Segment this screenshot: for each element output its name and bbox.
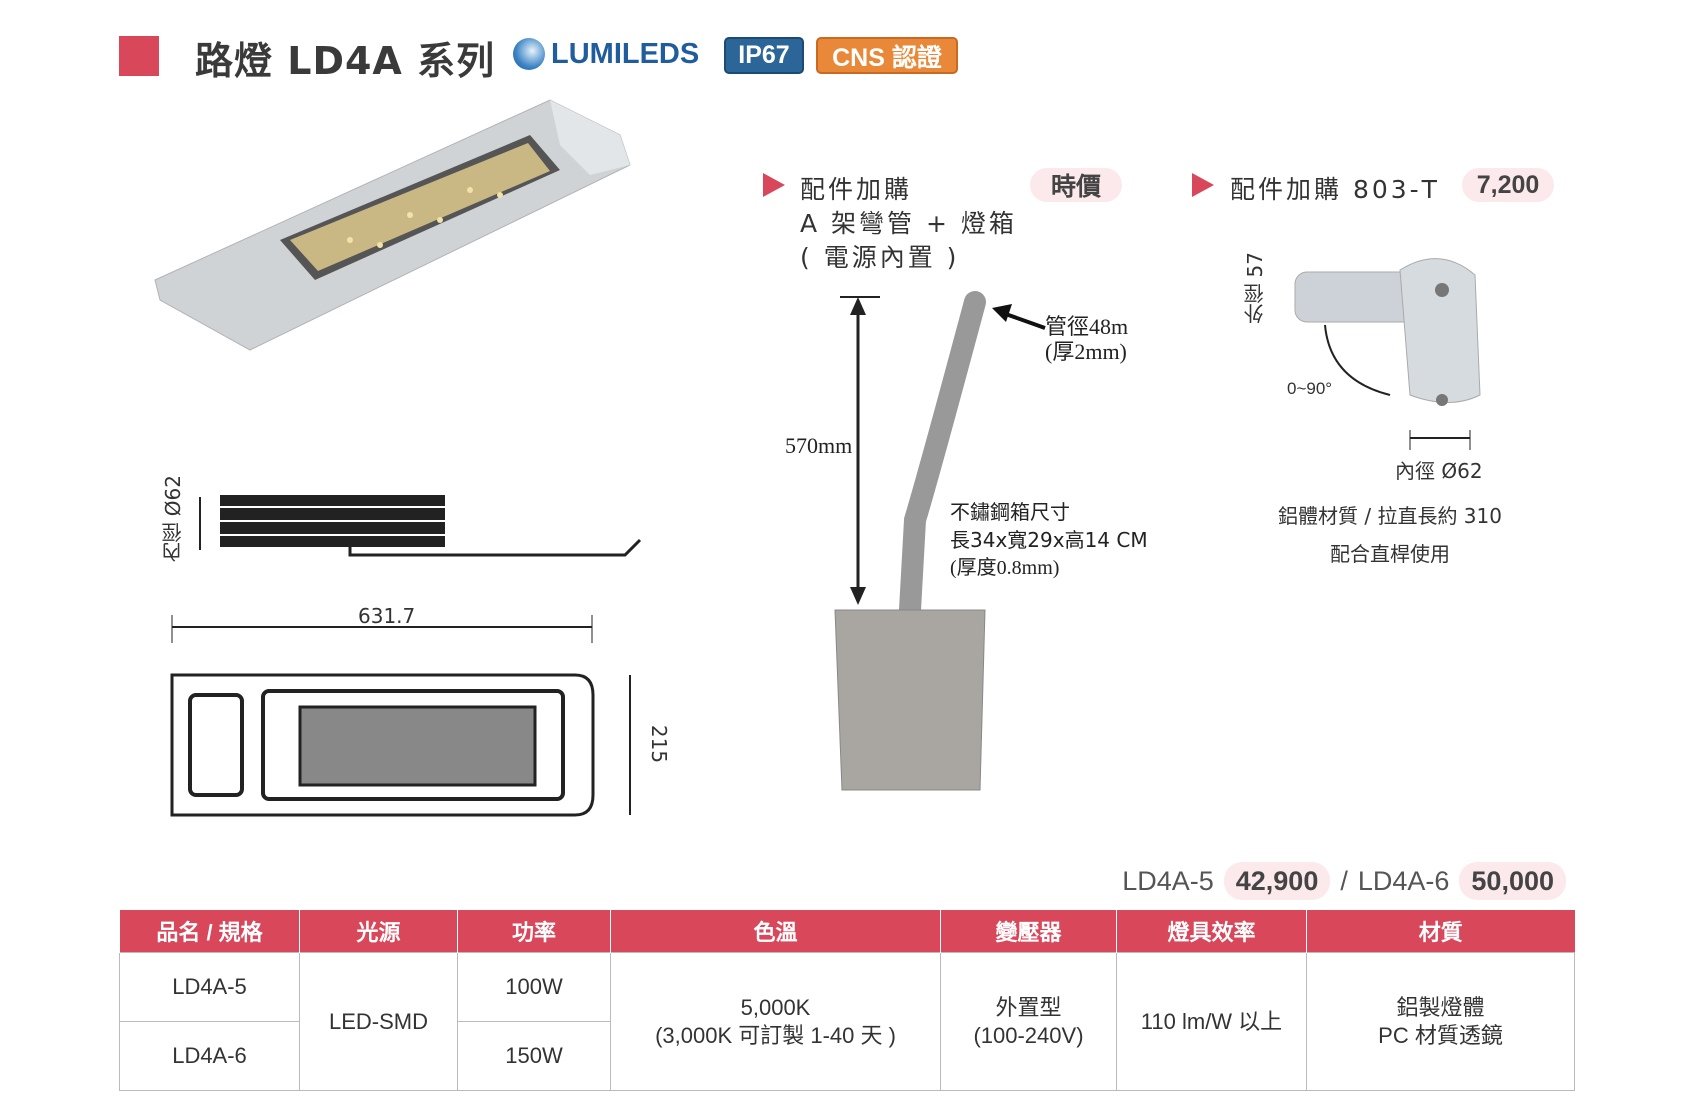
- lumileds-globe-icon: [513, 38, 545, 70]
- model-ld4a5: LD4A-5: [1122, 865, 1214, 896]
- bracket-material: 鋁體材質 / 拉直長約 310: [1278, 504, 1502, 528]
- accessory1-price: 時價: [1030, 168, 1122, 202]
- angle-label: 0~90°: [1287, 379, 1333, 398]
- driver-type: 外置型: [995, 994, 1062, 1020]
- page-title: 路燈 LD4A 系列: [195, 39, 496, 83]
- price-ld4a5: 42,900: [1223, 862, 1331, 900]
- cell-source: LED-SMD: [299, 952, 458, 1091]
- cell-cct: 5,000K(3,000K 可訂製 1-40 天 ): [610, 952, 941, 1091]
- col-material: 材質: [1306, 910, 1575, 953]
- box-thickness: (厚度0.8mm): [950, 557, 1060, 579]
- box-spec: 不鏽鋼箱尺寸長34x寬29x高14 CM (厚度0.8mm): [950, 498, 1148, 582]
- inner-diameter-label: 內徑 Ø62: [1395, 459, 1483, 483]
- table-row: LD4A-5 LED-SMD 100W 5,000K(3,000K 可訂製 1-…: [119, 952, 1575, 1091]
- cct-note: (3,000K 可訂製 1-40 天 ): [655, 1022, 896, 1048]
- cell-driver: 外置型(100-240V): [940, 952, 1117, 1091]
- width-dimension: 631.7: [358, 604, 416, 628]
- box-size: 長34x寬29x高14 CM: [950, 528, 1148, 552]
- box-title: 不鏽鋼箱尺寸: [950, 500, 1070, 524]
- table-row: LD4A-6 150W: [119, 1021, 1575, 1091]
- bracket-usage: 配合直桿使用: [1330, 542, 1450, 566]
- price-separator: /: [1340, 865, 1348, 896]
- height-dimension: 215: [647, 724, 672, 764]
- cct-value: 5,000K: [740, 994, 811, 1020]
- ip67-badge: IP67: [724, 37, 804, 74]
- spec-table: 品名 / 規格 光源 功率 色溫 變壓器 燈具效率 材質 LD4A-5 LED-…: [119, 910, 1575, 1091]
- model-ld4a6: LD4A-6: [1357, 865, 1450, 896]
- price-ld4a6: 50,000: [1459, 862, 1566, 900]
- cns-badge: CNS 認證: [816, 37, 958, 74]
- pipe-spec: 管徑48m(厚2mm): [1045, 314, 1128, 364]
- col-power: 功率: [457, 910, 611, 953]
- pipe-height-label: 570mm: [785, 433, 853, 458]
- lumileds-logo: LUMILEDS: [513, 36, 699, 72]
- streetlight-photo: [154, 99, 631, 351]
- accessory2-label: 配件加購 803-T: [1230, 175, 1440, 204]
- col-model: 品名 / 規格: [119, 910, 300, 953]
- side-inner-diameter-label: 內徑 Ø62: [161, 475, 185, 563]
- accessory1-label: 配件加購: [800, 175, 913, 204]
- table-header: 品名 / 規格 光源 功率 色溫 變壓器 燈具效率 材質: [119, 910, 1575, 953]
- cell-power: 150W: [457, 1021, 611, 1091]
- price-row: LD4A-5 42,900 / LD4A-6 50,000: [1122, 862, 1566, 900]
- pipe-diameter: 管徑48m: [1045, 314, 1129, 339]
- accessory2-price: 7,200: [1462, 168, 1554, 202]
- col-driver: 變壓器: [940, 910, 1117, 953]
- driver-voltage: (100-240V): [973, 1022, 1084, 1048]
- bracket-box-photo: [834, 291, 1046, 791]
- cell-efficiency: 110 lm/W 以上: [1116, 952, 1307, 1091]
- material-lens: PC 材質透鏡: [1378, 1022, 1503, 1048]
- pipe-thickness: (厚2mm): [1045, 339, 1127, 364]
- bullet-triangle-icon: [763, 173, 785, 197]
- bracket-803t-photo: [1294, 258, 1481, 450]
- material-body: 鋁製燈體: [1396, 994, 1485, 1020]
- accessory1-note: ( 電源內置 ): [800, 243, 960, 272]
- bullet-triangle-icon: [1192, 173, 1214, 197]
- col-cct: 色溫: [610, 910, 941, 953]
- col-efficiency: 燈具效率: [1116, 910, 1307, 953]
- top-view-drawing: [170, 615, 631, 817]
- side-view-drawing: [199, 495, 642, 557]
- section-marker: [119, 36, 159, 76]
- cell-model: LD4A-5: [119, 952, 300, 1022]
- accessory1-desc: A 架彎管 + 燈箱: [800, 209, 1017, 238]
- brand-text: LUMILEDS: [551, 37, 700, 70]
- col-source: 光源: [299, 910, 458, 953]
- cell-model: LD4A-6: [119, 1021, 300, 1091]
- cell-power: 100W: [457, 952, 611, 1022]
